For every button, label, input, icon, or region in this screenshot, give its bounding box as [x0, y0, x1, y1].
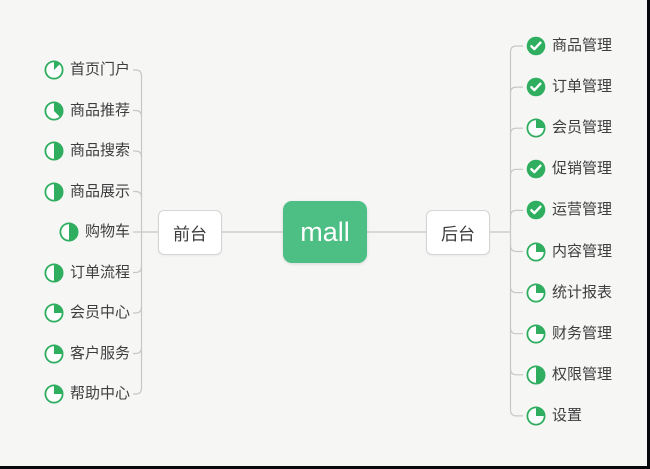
- topic-node[interactable]: 商品管理: [526, 35, 612, 57]
- task-progress-icon: [526, 118, 546, 138]
- task-progress-icon: [526, 365, 546, 385]
- topic-node[interactable]: 设置: [526, 405, 582, 427]
- task-progress-icon: [44, 181, 64, 202]
- task-progress-icon: [526, 406, 546, 426]
- task-progress-icon: [44, 384, 64, 404]
- topic-label: 首页门户: [69, 61, 130, 78]
- topic-label: 设置: [552, 406, 583, 424]
- topic-label: 财务管理: [552, 324, 613, 342]
- topic-label: 权限管理: [552, 365, 613, 383]
- topic-label: 商品搜索: [69, 142, 130, 159]
- topic-label: 会员中心: [69, 304, 130, 321]
- task-progress-icon: [44, 343, 64, 364]
- branch-node-label: 后台: [441, 225, 475, 244]
- task-progress-icon: [59, 222, 79, 242]
- task-done-icon: [526, 159, 546, 179]
- task-progress-icon: [526, 283, 546, 303]
- center-root-node[interactable]: mall: [283, 201, 367, 263]
- topic-node[interactable]: 商品展示: [44, 181, 130, 203]
- topic-node[interactable]: 会员管理: [526, 117, 612, 139]
- topic-node[interactable]: 订单流程: [44, 262, 130, 284]
- topic-label: 商品管理: [552, 37, 613, 54]
- center-root-label: mall: [300, 216, 350, 247]
- topic-node[interactable]: 内容管理: [526, 241, 612, 263]
- topic-node[interactable]: 订单管理: [526, 76, 612, 98]
- task-done-icon: [526, 77, 546, 97]
- branch-node-frontend[interactable]: 前台: [158, 210, 222, 255]
- topic-node[interactable]: 商品推荐: [44, 100, 130, 122]
- topic-label: 促销管理: [552, 160, 613, 178]
- topic-label: 购物车: [84, 223, 130, 240]
- topic-label: 帮助中心: [69, 385, 130, 402]
- task-progress-icon: [44, 60, 64, 80]
- topic-label: 商品推荐: [69, 101, 130, 119]
- task-progress-icon: [44, 303, 64, 323]
- branch-node-backend[interactable]: 后台: [426, 210, 490, 255]
- topic-node[interactable]: 首页门户: [44, 59, 130, 81]
- topic-label: 内容管理: [552, 242, 613, 260]
- task-progress-icon: [44, 100, 64, 121]
- task-done-icon: [526, 200, 546, 220]
- topic-node[interactable]: 客户服务: [44, 343, 130, 365]
- topic-label: 运营管理: [552, 201, 613, 219]
- topic-label: 商品展示: [69, 182, 130, 200]
- topic-node[interactable]: 运营管理: [526, 199, 612, 221]
- topic-label: 订单管理: [552, 78, 613, 96]
- topic-node[interactable]: 统计报表: [526, 282, 612, 304]
- task-progress-icon: [526, 241, 546, 262]
- topic-node[interactable]: 会员中心: [44, 302, 130, 324]
- topic-label: 客户服务: [69, 344, 130, 362]
- topic-node[interactable]: 财务管理: [526, 323, 612, 345]
- task-progress-icon: [44, 262, 64, 283]
- topic-node[interactable]: 权限管理: [526, 364, 612, 386]
- topic-node[interactable]: 购物车: [59, 221, 130, 243]
- topic-node[interactable]: 帮助中心: [44, 383, 130, 405]
- topic-node[interactable]: 促销管理: [526, 158, 612, 180]
- task-progress-icon: [526, 324, 546, 344]
- branch-node-label: 前台: [173, 225, 207, 244]
- topic-label: 订单流程: [69, 263, 130, 281]
- topic-label: 会员管理: [552, 119, 613, 137]
- task-progress-icon: [44, 141, 64, 161]
- topic-label: 统计报表: [552, 283, 613, 301]
- topic-node[interactable]: 商品搜索: [44, 140, 130, 162]
- task-done-icon: [526, 36, 546, 56]
